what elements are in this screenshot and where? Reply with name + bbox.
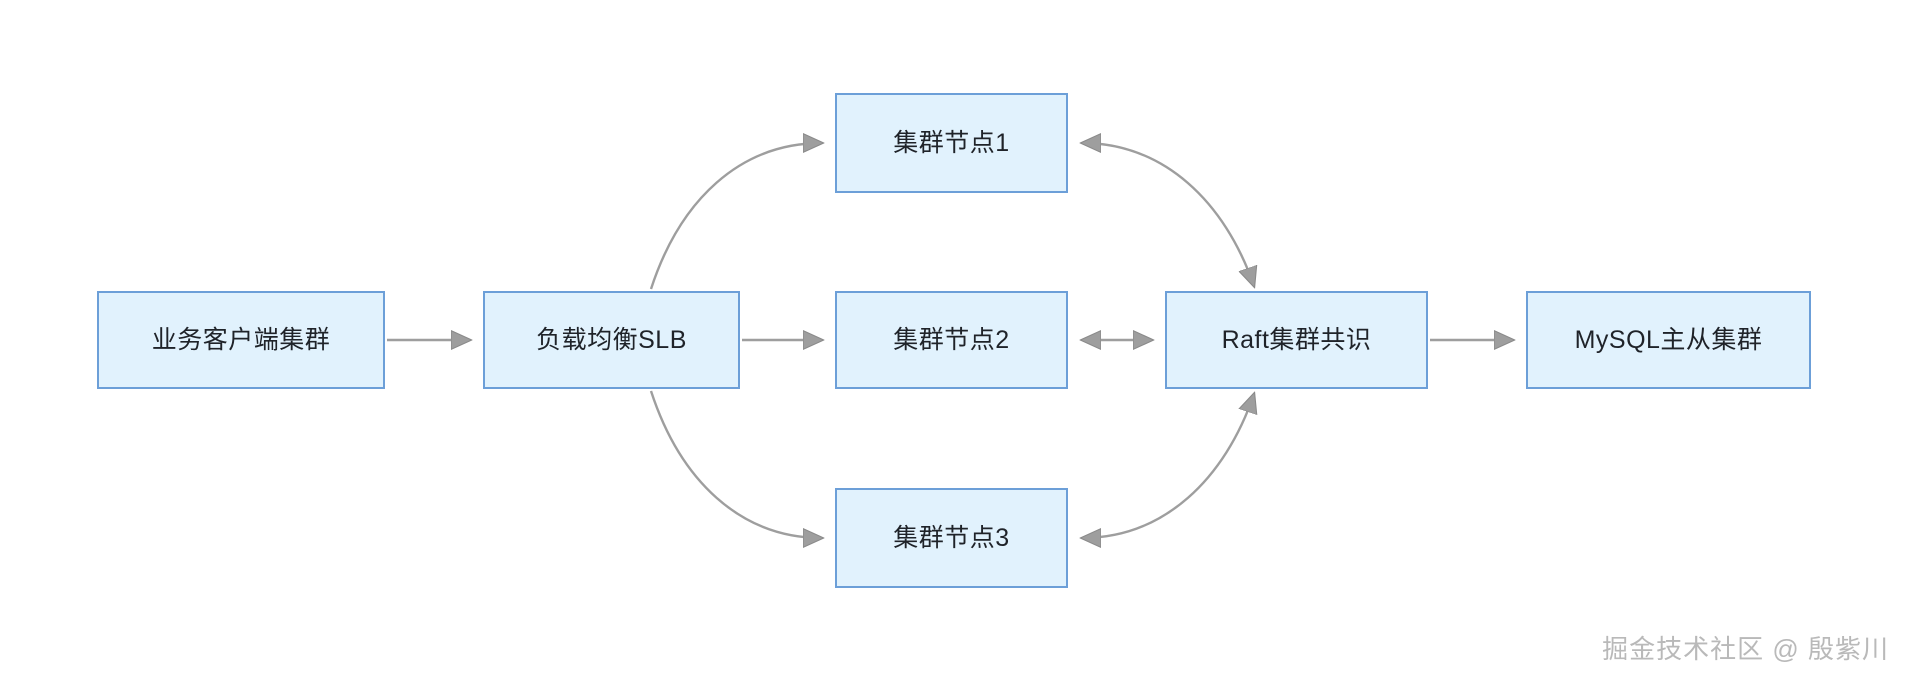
node-cluster-node-1-label: 集群节点1	[893, 129, 1010, 157]
node-raft-consensus-label: Raft集群共识	[1221, 326, 1372, 354]
edge-node1-raft	[1082, 143, 1254, 286]
node-client-label: 业务客户端集群	[151, 326, 331, 354]
watermark-text: 掘金技术社区 @ 殷紫川	[1602, 634, 1889, 664]
node-cluster-node-3[interactable]: 集群节点3	[835, 488, 1068, 588]
edge-node3-raft	[1082, 394, 1254, 538]
node-cluster-node-2-label: 集群节点2	[893, 326, 1010, 354]
edge-slb-node3	[649, 390, 822, 538]
node-slb-label: 负载均衡SLB	[536, 326, 687, 354]
node-cluster-node-3-label: 集群节点3	[893, 524, 1010, 552]
node-client[interactable]: 业务客户端集群	[97, 291, 385, 389]
node-mysql[interactable]: MySQL主从集群	[1526, 291, 1811, 389]
node-cluster-node-2[interactable]: 集群节点2	[835, 291, 1068, 389]
node-cluster-node-1[interactable]: 集群节点1	[835, 93, 1068, 193]
node-mysql-label: MySQL主从集群	[1574, 326, 1763, 354]
edge-slb-node1	[649, 143, 822, 290]
node-raft-consensus[interactable]: Raft集群共识	[1165, 291, 1428, 389]
node-slb[interactable]: 负载均衡SLB	[483, 291, 740, 389]
